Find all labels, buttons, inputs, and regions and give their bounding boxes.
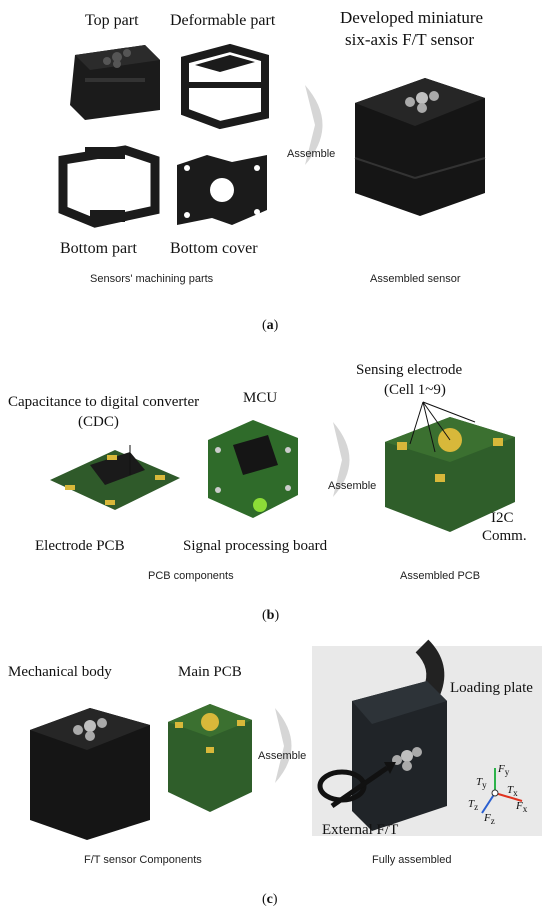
bottom-part-label: Bottom part bbox=[60, 240, 137, 257]
panel-c: Mechanical body Main PCB Assemble Loadin… bbox=[0, 630, 550, 917]
signal-board-image bbox=[208, 420, 298, 518]
developed-title-line1: Developed miniature bbox=[340, 8, 484, 27]
assemble-arrow-c bbox=[275, 708, 292, 783]
external-ft-label: External F/T bbox=[322, 822, 399, 838]
caption-b: (b) bbox=[262, 608, 280, 623]
electrode-pcb-label: Electrode PCB bbox=[35, 538, 125, 554]
ft-components-label: F/T sensor Components bbox=[84, 854, 202, 866]
caption-c: (c) bbox=[262, 892, 278, 907]
fully-assembled-label: Fully assembled bbox=[372, 854, 452, 866]
axis-diagram bbox=[481, 768, 523, 814]
cdc-label-line2: (CDC) bbox=[78, 414, 119, 430]
mechanical-body-image bbox=[30, 708, 150, 840]
axis-ty-label: Ty bbox=[476, 776, 487, 791]
fully-assembled-image bbox=[317, 639, 447, 831]
assembled-sensor-image bbox=[354, 78, 486, 216]
sensing-label-line1: Sensing electrode bbox=[356, 362, 463, 378]
panel-a: Top part Deformable part Bottom part Bot… bbox=[0, 0, 550, 350]
developed-title-line2: six-axis F/T sensor bbox=[345, 30, 475, 49]
main-pcb-image bbox=[168, 704, 252, 812]
deformable-part-label: Deformable part bbox=[170, 12, 276, 29]
assemble-arrow bbox=[305, 85, 323, 165]
i2c-label-line1: I2C bbox=[491, 510, 514, 526]
sensing-label-line2: (Cell 1~9) bbox=[384, 382, 446, 398]
assembled-pcb-label: Assembled PCB bbox=[400, 570, 481, 582]
top-part-image bbox=[70, 45, 160, 120]
axis-fz-label: Fz bbox=[484, 812, 495, 827]
assembled-pcb-image bbox=[385, 401, 515, 532]
i2c-label-line2: Comm. bbox=[482, 528, 527, 544]
main-pcb-label: Main PCB bbox=[178, 664, 242, 680]
bottom-part-image bbox=[58, 145, 160, 228]
assemble-arrow-b bbox=[333, 422, 350, 497]
cdc-label-line1: Capacitance to digital converter bbox=[8, 394, 200, 410]
bottom-cover-label: Bottom cover bbox=[170, 240, 258, 257]
deformable-part-image bbox=[181, 43, 269, 130]
assemble-label-c: Assemble bbox=[258, 750, 307, 762]
assemble-label-b: Assemble bbox=[328, 480, 377, 492]
machining-parts-label: Sensors' machining parts bbox=[90, 273, 214, 285]
assemble-label: Assemble bbox=[287, 148, 336, 160]
axis-tx-label: Tx bbox=[507, 784, 518, 799]
axis-tz-label: Tz bbox=[468, 798, 479, 813]
mcu-label: MCU bbox=[243, 390, 278, 406]
top-part-label: Top part bbox=[85, 12, 139, 29]
pcb-components-label: PCB components bbox=[148, 570, 234, 582]
loading-plate-label: Loading plate bbox=[450, 680, 533, 696]
caption-a: (a) bbox=[262, 318, 279, 333]
bottom-cover-image bbox=[177, 155, 267, 225]
mechanical-body-label: Mechanical body bbox=[8, 664, 112, 680]
electrode-pcb-image bbox=[50, 445, 180, 510]
signal-board-label: Signal processing board bbox=[183, 538, 328, 554]
axis-fx-label: Fx bbox=[516, 800, 528, 815]
panel-b: Capacitance to digital converter (CDC) E… bbox=[0, 350, 550, 630]
assembled-sensor-label: Assembled sensor bbox=[370, 273, 461, 285]
axis-fy-label: Fy bbox=[498, 763, 510, 778]
